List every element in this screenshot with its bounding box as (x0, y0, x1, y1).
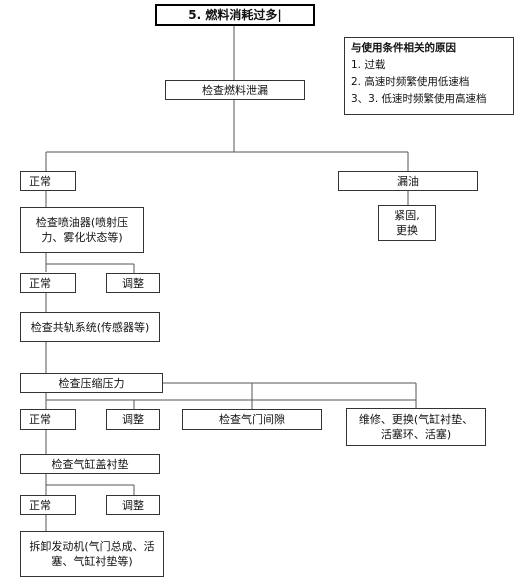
check-rail-box: 检查共轨系统(传感器等) (20, 312, 160, 342)
adjust-box-2: 调整 (106, 273, 160, 293)
adjust-box-3: 调整 (106, 409, 160, 430)
causes-heading: 与使用条件相关的原因 (351, 42, 456, 54)
causes-panel: 与使用条件相关的原因 1. 过载 2. 高速时频繁使用低速档 3、3. 低速时频… (344, 37, 514, 115)
check-valve-gap-box: 检查气门间隙 (182, 409, 322, 430)
disassemble-engine-box: 拆卸发动机(气门总成、活塞、气缸衬垫等) (20, 531, 164, 577)
adjust-box-4: 调整 (106, 495, 160, 515)
repair-box: 维修、更换(气缸衬垫、活塞环、活塞) (346, 408, 486, 446)
cause-item: 1. 过载 (351, 59, 386, 71)
leak-box: 漏油 (338, 171, 478, 191)
check-injector-box: 检查喷油器(喷射压力、雾化状态等) (20, 207, 144, 253)
cause-item: 3、3. 低速时频繁使用高速档 (351, 93, 487, 105)
normal-box-1: 正常 (20, 171, 76, 191)
check-head-gasket-box: 检查气缸盖衬垫 (20, 454, 160, 474)
normal-box-3: 正常 (20, 409, 76, 430)
title-box: 5. 燃料消耗过多| (155, 4, 315, 26)
tighten-replace-box: 紧固, 更换 (378, 205, 436, 241)
check-compression-box: 检查压缩压力 (20, 373, 163, 393)
normal-box-4: 正常 (20, 495, 76, 515)
cause-item: 2. 高速时频繁使用低速档 (351, 76, 470, 88)
check-leak-box: 检查燃料泄漏 (165, 80, 305, 100)
normal-box-2: 正常 (20, 273, 76, 293)
